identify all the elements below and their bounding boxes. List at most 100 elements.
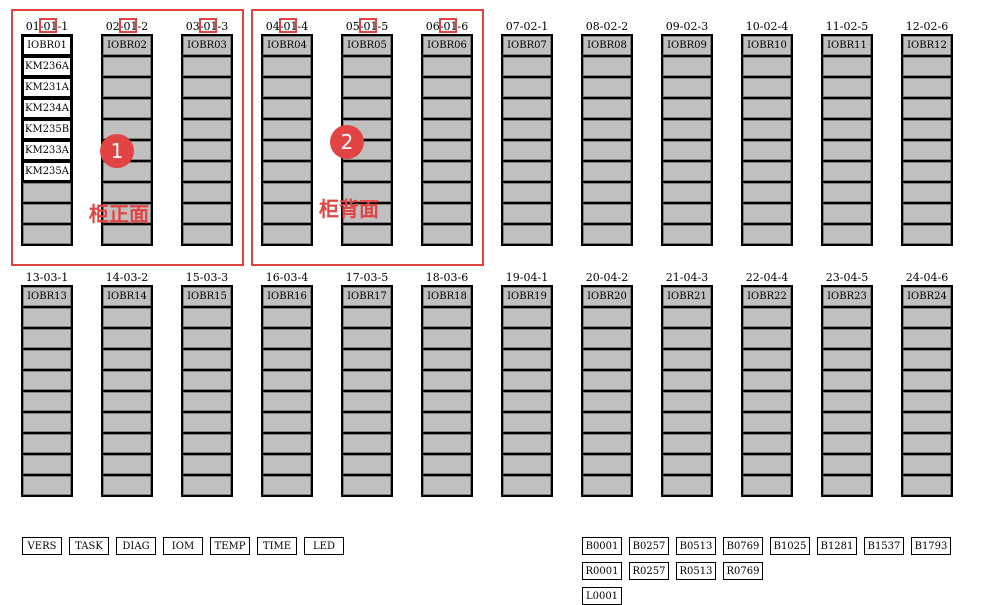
empty-slot[interactable] (743, 455, 791, 474)
empty-slot[interactable] (823, 99, 871, 118)
empty-slot[interactable] (263, 413, 311, 432)
empty-slot[interactable] (23, 183, 71, 202)
address-button-b1793[interactable]: B1793 (911, 537, 951, 555)
address-button-b1537[interactable]: B1537 (864, 537, 904, 555)
address-button-r0513[interactable]: R0513 (676, 562, 716, 580)
rack-module-header[interactable]: IOBR03 (183, 36, 231, 55)
empty-slot[interactable] (423, 78, 471, 97)
empty-slot[interactable] (503, 141, 551, 160)
empty-slot[interactable] (743, 392, 791, 411)
empty-slot[interactable] (23, 308, 71, 327)
empty-slot[interactable] (663, 162, 711, 181)
empty-slot[interactable] (23, 329, 71, 348)
empty-slot[interactable] (583, 183, 631, 202)
empty-slot[interactable] (743, 120, 791, 139)
empty-slot[interactable] (343, 371, 391, 390)
empty-slot[interactable] (503, 350, 551, 369)
empty-slot[interactable] (903, 204, 951, 223)
empty-slot[interactable] (903, 413, 951, 432)
empty-slot[interactable] (183, 204, 231, 223)
empty-slot[interactable] (423, 392, 471, 411)
empty-slot[interactable] (183, 413, 231, 432)
empty-slot[interactable] (903, 183, 951, 202)
empty-slot[interactable] (263, 204, 311, 223)
empty-slot[interactable] (663, 308, 711, 327)
empty-slot[interactable] (823, 78, 871, 97)
empty-slot[interactable] (503, 371, 551, 390)
empty-slot[interactable] (583, 120, 631, 139)
io-card-slot[interactable]: KM236A (23, 57, 71, 76)
empty-slot[interactable] (23, 455, 71, 474)
empty-slot[interactable] (743, 225, 791, 244)
rack-module-header[interactable]: IOBR04 (263, 36, 311, 55)
empty-slot[interactable] (263, 329, 311, 348)
empty-slot[interactable] (583, 371, 631, 390)
empty-slot[interactable] (343, 57, 391, 76)
empty-slot[interactable] (423, 329, 471, 348)
address-button-b1025[interactable]: B1025 (770, 537, 810, 555)
rack-module-header[interactable]: IOBR19 (503, 287, 551, 306)
empty-slot[interactable] (823, 225, 871, 244)
address-button-b1281[interactable]: B1281 (817, 537, 857, 555)
empty-slot[interactable] (663, 57, 711, 76)
rack-module-header[interactable]: IOBR12 (903, 36, 951, 55)
empty-slot[interactable] (183, 476, 231, 495)
empty-slot[interactable] (823, 162, 871, 181)
empty-slot[interactable] (903, 162, 951, 181)
empty-slot[interactable] (503, 78, 551, 97)
empty-slot[interactable] (23, 434, 71, 453)
empty-slot[interactable] (423, 225, 471, 244)
empty-slot[interactable] (663, 99, 711, 118)
empty-slot[interactable] (103, 455, 151, 474)
empty-slot[interactable] (903, 434, 951, 453)
rack-module-header[interactable]: IOBR08 (583, 36, 631, 55)
rack-module-header[interactable]: IOBR01 (23, 36, 71, 55)
empty-slot[interactable] (823, 57, 871, 76)
empty-slot[interactable] (343, 162, 391, 181)
empty-slot[interactable] (423, 141, 471, 160)
rack-module-header[interactable]: IOBR13 (23, 287, 71, 306)
empty-slot[interactable] (743, 371, 791, 390)
empty-slot[interactable] (103, 183, 151, 202)
empty-slot[interactable] (823, 183, 871, 202)
empty-slot[interactable] (103, 329, 151, 348)
empty-slot[interactable] (343, 455, 391, 474)
empty-slot[interactable] (263, 350, 311, 369)
empty-slot[interactable] (343, 204, 391, 223)
empty-slot[interactable] (663, 350, 711, 369)
empty-slot[interactable] (503, 455, 551, 474)
empty-slot[interactable] (23, 392, 71, 411)
empty-slot[interactable] (903, 371, 951, 390)
empty-slot[interactable] (503, 204, 551, 223)
address-button-b0257[interactable]: B0257 (629, 537, 669, 555)
io-card-slot[interactable]: KM231A (23, 78, 71, 97)
rack-module-header[interactable]: IOBR21 (663, 287, 711, 306)
empty-slot[interactable] (503, 99, 551, 118)
diag-button[interactable]: DIAG (116, 537, 156, 555)
empty-slot[interactable] (263, 225, 311, 244)
empty-slot[interactable] (343, 476, 391, 495)
empty-slot[interactable] (183, 308, 231, 327)
empty-slot[interactable] (183, 392, 231, 411)
empty-slot[interactable] (663, 413, 711, 432)
empty-slot[interactable] (903, 455, 951, 474)
empty-slot[interactable] (423, 183, 471, 202)
empty-slot[interactable] (823, 204, 871, 223)
led-button[interactable]: LED (304, 537, 344, 555)
empty-slot[interactable] (503, 308, 551, 327)
empty-slot[interactable] (343, 183, 391, 202)
empty-slot[interactable] (263, 183, 311, 202)
empty-slot[interactable] (103, 476, 151, 495)
empty-slot[interactable] (423, 162, 471, 181)
empty-slot[interactable] (263, 120, 311, 139)
empty-slot[interactable] (663, 120, 711, 139)
empty-slot[interactable] (103, 371, 151, 390)
empty-slot[interactable] (583, 455, 631, 474)
empty-slot[interactable] (23, 225, 71, 244)
empty-slot[interactable] (23, 350, 71, 369)
empty-slot[interactable] (503, 392, 551, 411)
empty-slot[interactable] (663, 434, 711, 453)
empty-slot[interactable] (743, 308, 791, 327)
empty-slot[interactable] (663, 204, 711, 223)
empty-slot[interactable] (503, 329, 551, 348)
